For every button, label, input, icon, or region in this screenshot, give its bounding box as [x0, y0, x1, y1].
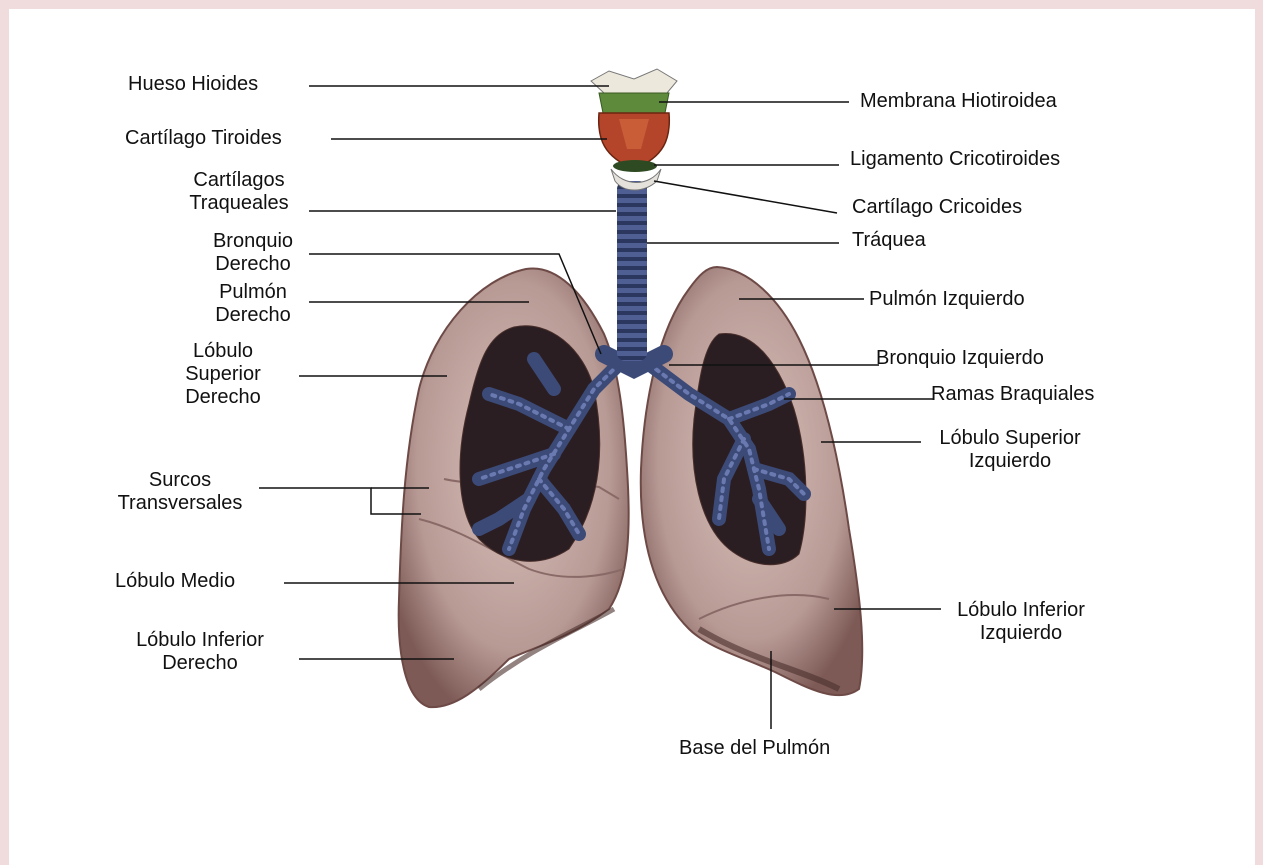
label-lobulo-superior-izquierdo: Lóbulo Superior Izquierdo: [926, 427, 1094, 473]
leader-surcos-transversales: [259, 488, 421, 514]
label-bronquio-derecho: Bronquio Derecho: [193, 230, 313, 276]
leader-cartilago-cricoides: [654, 181, 837, 213]
label-pulmon-izquierdo: Pulmón Izquierdo: [869, 288, 1025, 311]
diagram-canvas: Hueso Hioides Cartílago Tiroides Cartíla…: [9, 9, 1255, 865]
label-lobulo-superior-derecho: Lóbulo Superior Derecho: [163, 340, 283, 409]
right-lung: [399, 268, 629, 707]
label-hueso-hioides: Hueso Hioides: [128, 73, 258, 96]
label-pulmon-derecho: Pulmón Derecho: [193, 281, 313, 327]
label-cartilago-cricoides: Cartílago Cricoides: [852, 196, 1022, 219]
label-ramas-braquiales: Ramas Braquiales: [931, 383, 1094, 406]
label-membrana-hiotiroidea: Membrana Hiotiroidea: [860, 90, 1057, 113]
label-ligamento-cricotiroides: Ligamento Cricotiroides: [850, 148, 1060, 171]
larynx: [591, 69, 677, 190]
label-lobulo-inferior-izquierdo: Lóbulo Inferior Izquierdo: [947, 599, 1095, 645]
label-traquea: Tráquea: [852, 229, 926, 252]
label-cartilagos-traqueales: Cartílagos Traqueales: [169, 169, 309, 215]
label-surcos-transversales: Surcos Transversales: [109, 469, 251, 515]
label-lobulo-inferior-derecho: Lóbulo Inferior Derecho: [125, 629, 275, 675]
trachea-shape: [617, 181, 647, 361]
label-lobulo-medio: Lóbulo Medio: [115, 570, 235, 593]
label-base-del-pulmon: Base del Pulmón: [679, 737, 830, 760]
label-bronquio-izquierdo: Bronquio Izquierdo: [876, 347, 1044, 370]
label-cartilago-tiroides: Cartílago Tiroides: [125, 127, 282, 150]
